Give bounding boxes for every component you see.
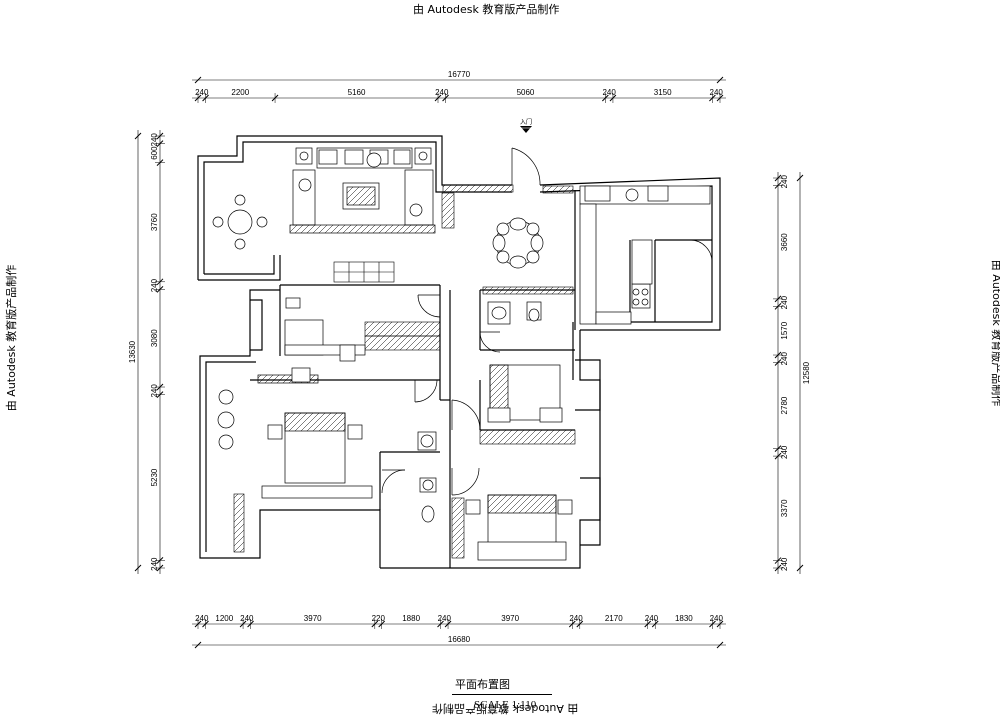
window-strips (233, 184, 576, 559)
entrance-marker: 入门 (520, 118, 532, 133)
doors (381, 147, 713, 496)
dimension-segment-label: 5160 (348, 88, 366, 97)
kitchen-counter (579, 185, 711, 325)
stairs (333, 261, 395, 283)
dimension-segment-label: 220 (372, 614, 386, 623)
dimension-segment-label: 3150 (654, 88, 672, 97)
dimension-segment-label: 240 (150, 278, 159, 292)
dimension-segment-label: 240 (150, 557, 159, 571)
watermark-top: 由 Autodesk 教育版产品制作 (413, 3, 560, 16)
dimension-segment-label: 240 (780, 295, 789, 309)
dimension-overall-label: 16770 (448, 70, 471, 79)
dimension-tick (796, 174, 804, 182)
dimension-segment-label: 2780 (780, 396, 789, 414)
dimension-tick (134, 564, 142, 572)
dimension-overall-label: 13630 (128, 340, 137, 363)
dimension-segment-label: 240 (195, 88, 209, 97)
dimension-segment-label: 240 (645, 614, 659, 623)
dimension-segment-label: 240 (780, 557, 789, 571)
dimension-segment-label: 240 (569, 614, 583, 623)
title-block: 平面布置图 SCALE 1:110 (452, 676, 552, 711)
dimension-segment-label: 3970 (501, 614, 519, 623)
sofa-set (289, 147, 436, 234)
dimension-segment-label: 3760 (150, 213, 159, 231)
dining-table (492, 217, 544, 269)
dimension-segment-label: 240 (602, 88, 616, 97)
dimension-tick (194, 641, 202, 649)
dimension-top: 240 2200 5160 240 5060 240 3150 240 16770 (192, 70, 726, 103)
dimension-right: 240 3660 240 1570 240 2780 240 3370 240 12580 (773, 172, 811, 574)
dimension-segment-label: 5060 (517, 88, 535, 97)
dimension-segment-label: 1200 (215, 614, 233, 623)
dimension-segment-label: 240 (150, 384, 159, 398)
dimension-tick (796, 564, 804, 572)
title-underline (452, 694, 552, 695)
dimension-segment-label: 240 (195, 614, 209, 623)
scale-label: SCALE 1:110 (474, 699, 537, 711)
dimension-overall-label: 16680 (448, 635, 471, 644)
dimension-segment-label: 1830 (675, 614, 693, 623)
dimension-segment-label: 2200 (231, 88, 249, 97)
dimension-segment-label: 5230 (150, 468, 159, 486)
dimension-segment-label: 240 (780, 175, 789, 189)
dimension-segment-label: 240 (438, 614, 452, 623)
dimension-segment-label: 240 (240, 614, 254, 623)
dimension-segment-label: 240 (710, 88, 724, 97)
dimension-segment-label: 1570 (780, 321, 789, 339)
dimension-segment-label: 240 (780, 352, 789, 366)
dimension-segment-label: 2170 (605, 614, 623, 623)
bed-right-upper (487, 364, 563, 423)
dimension-segment-label: 3080 (150, 329, 159, 347)
dimension-tick (194, 76, 202, 84)
dimension-overall-label: 12580 (802, 361, 811, 384)
dimension-segment-label: 240 (150, 133, 159, 147)
dimension-segment-label: 3660 (780, 233, 789, 251)
bed-right-lower (465, 494, 573, 561)
dimension-segment-label: 240 (710, 614, 724, 623)
dimension-tick (134, 132, 142, 140)
dimension-segment-label: 1880 (402, 614, 420, 623)
bed-left (217, 367, 373, 499)
dimension-bottom: 240 1200 240 3970 220 1880 240 3970 240 2170 240 18… (192, 614, 726, 649)
dimension-segment-label: 3370 (780, 499, 789, 517)
dimension-segment-label: 240 (780, 445, 789, 459)
dimension-segment-label: 240 (435, 88, 449, 97)
study-furniture (284, 297, 366, 362)
drawing-title: 平面布置图 (455, 679, 510, 691)
dimension-tick (716, 76, 724, 84)
dimension-segment-label: 3970 (304, 614, 322, 623)
bathroom-fixtures (417, 301, 542, 523)
dimension-segment-label: 600 (150, 146, 159, 160)
balcony-table (212, 194, 268, 250)
entrance-label: 入门 (520, 118, 532, 126)
dimension-tick (716, 641, 724, 649)
